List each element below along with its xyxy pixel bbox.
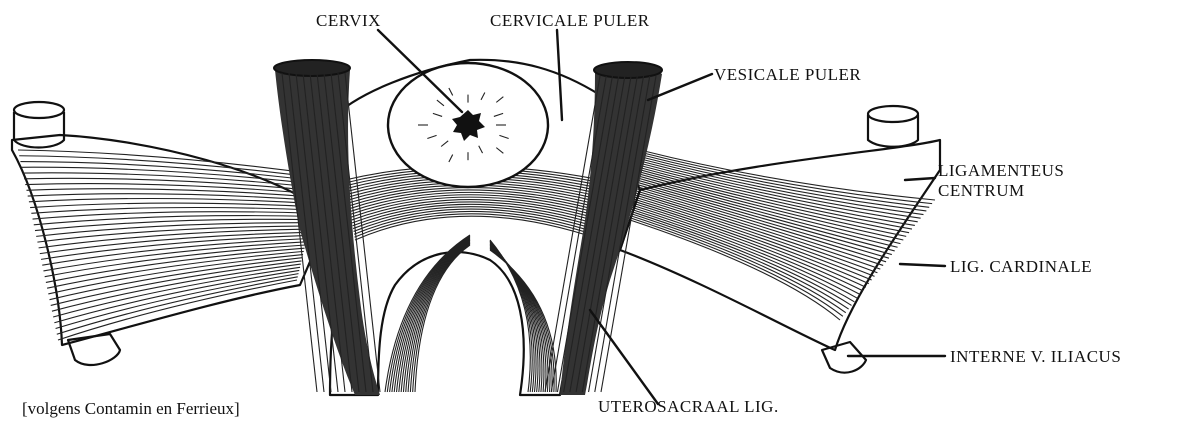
label-interne-v-iliacus: INTERNE V. ILIACUS [950,347,1121,366]
right-iliac-vessel-top [868,106,918,147]
credit-caption: [volgens Contamin en Ferrieux] [22,399,240,418]
label-lig-cardinale: LIG. CARDINALE [950,257,1092,276]
label-cervicale-puler: CERVICALE PULER [490,11,650,30]
left-cardinal-ligament [12,135,330,345]
right-cardinal-ligament [620,140,940,350]
label-ligamenteus: LIGAMENTEUS [938,161,1064,180]
label-cervix: CERVIX [316,11,381,30]
left-iliac-vessel-bottom [68,334,120,365]
label-centrum: CENTRUM [938,181,1025,200]
cervix [388,63,548,187]
label-vesicale-puler: VESICALE PULER [714,65,861,84]
left-iliac-vessel-top [14,102,64,148]
label-uterosacraal-lig: UTEROSACRAAL LIG. [598,397,779,416]
